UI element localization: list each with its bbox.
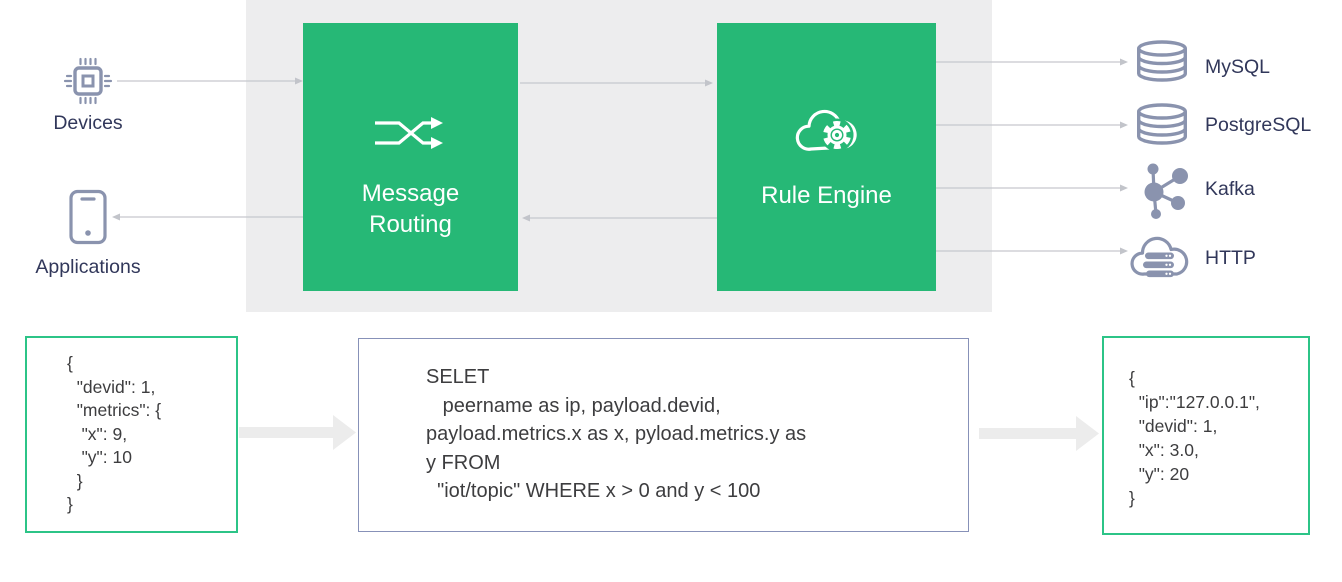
database-icon bbox=[1137, 103, 1187, 145]
network-nodes-icon bbox=[1144, 163, 1188, 219]
thick-arrow-input-to-sql bbox=[239, 415, 356, 450]
database-icon bbox=[1137, 40, 1187, 82]
output-json-box: { "ip":"127.0.0.1", "devid": 1, "x": 3.0… bbox=[1102, 336, 1310, 535]
sink-label-mysql: MySQL bbox=[1205, 56, 1271, 78]
sink-label-kafka: Kafka bbox=[1205, 178, 1255, 200]
rule-engine-label: Rule Engine bbox=[761, 182, 892, 209]
devices-label: Devices bbox=[53, 112, 123, 134]
message-routing-node: Message Routing bbox=[303, 23, 518, 291]
output-json-code: { "ip":"127.0.0.1", "devid": 1, "x": 3.0… bbox=[1129, 368, 1260, 508]
shuffle-arrows-icon bbox=[374, 117, 443, 149]
cloud-servers-icon bbox=[1130, 236, 1189, 278]
rule-sql-box: SELET peername as ip, payload.devid, pay… bbox=[358, 338, 969, 532]
input-json-box: { "devid": 1, "metrics": { "x": 9, "y": … bbox=[25, 336, 238, 533]
rule-engine-node: Rule Engine bbox=[717, 23, 936, 291]
thick-arrow-sql-to-output bbox=[979, 416, 1099, 451]
cloud-gear-icon bbox=[795, 109, 857, 152]
message-routing-label: Message Routing bbox=[361, 180, 460, 238]
applications-label: Applications bbox=[35, 256, 141, 278]
smartphone-icon bbox=[69, 189, 107, 245]
sink-label-postgresql: PostgreSQL bbox=[1205, 114, 1312, 136]
rule-sql-code: SELET peername as ip, payload.devid, pay… bbox=[426, 366, 807, 502]
cpu-chip-icon bbox=[63, 57, 113, 105]
input-json-code: { "devid": 1, "metrics": { "x": 9, "y": … bbox=[67, 353, 162, 514]
sink-label-http: HTTP bbox=[1205, 247, 1256, 269]
